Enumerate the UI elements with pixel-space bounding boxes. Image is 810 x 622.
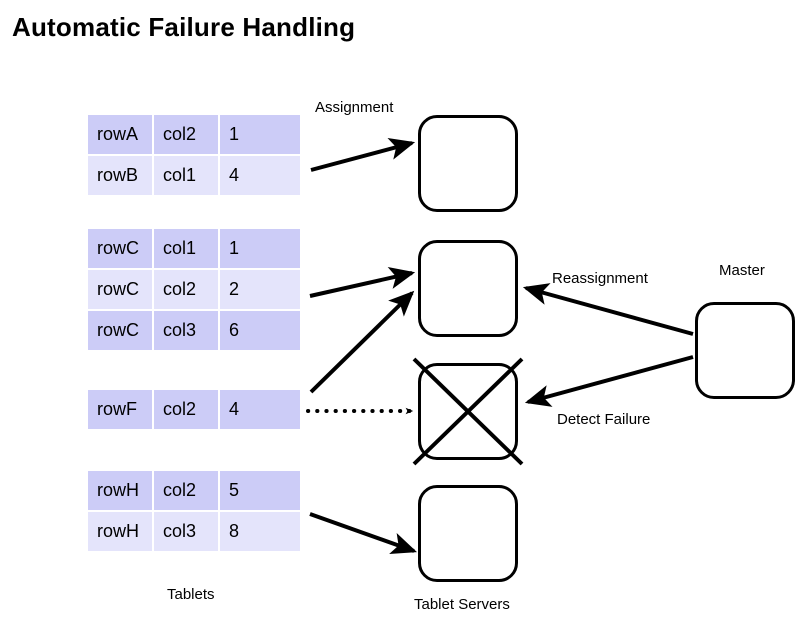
tablet-row-value: 4: [220, 390, 300, 431]
tablet-row-value: 8: [220, 512, 300, 553]
master-label: Master: [719, 262, 765, 279]
tablet-row-key: rowB: [88, 156, 154, 197]
tablet-server-box-3-failed[interactable]: [418, 363, 518, 460]
detect-failure-edge-label: Detect Failure: [557, 411, 651, 428]
table-row: rowA col2 1: [88, 115, 300, 156]
table-row: rowC col3 6: [88, 311, 300, 352]
tablet-row-value: 1: [220, 229, 300, 270]
tablet-row-column: col2: [154, 390, 220, 431]
tablet-row-value: 2: [220, 270, 300, 311]
assignment-edge: [310, 137, 416, 172]
page-title: Automatic Failure Handling: [12, 12, 356, 42]
master-box[interactable]: [695, 302, 795, 399]
table-row: rowH col2 5: [88, 471, 300, 512]
assignment-edge-label: Assignment: [315, 99, 394, 116]
tablet-row-key: rowA: [88, 115, 154, 156]
table-row: rowC col1 1: [88, 229, 300, 270]
tablet-table-4: rowH col2 5 rowH col3 8: [88, 471, 300, 553]
tablet-row-key: rowH: [88, 512, 154, 553]
tablet-row-value: 6: [220, 311, 300, 352]
tablet-row-column: col2: [154, 471, 220, 512]
reassignment-edge: [522, 283, 694, 336]
tablet-servers-group-label: Tablet Servers: [414, 596, 510, 613]
tablet-row-value: 4: [220, 156, 300, 197]
tablet-row-value: 1: [220, 115, 300, 156]
reassignment-edge-label: Reassignment: [552, 270, 648, 287]
tablet-row-key: rowC: [88, 229, 154, 270]
table-row: rowC col2 2: [88, 270, 300, 311]
tablet-row-key: rowC: [88, 311, 154, 352]
tablet-row-key: rowC: [88, 270, 154, 311]
tablets-group-label: Tablets: [167, 586, 215, 603]
tablet4-to-server4-edge: [309, 512, 418, 555]
tablet3-to-server2-edge: [309, 290, 415, 394]
table-row: rowB col1 4: [88, 156, 300, 197]
tablet-row-column: col3: [154, 512, 220, 553]
table-row: rowF col2 4: [88, 390, 300, 431]
tablet-server-box-1[interactable]: [418, 115, 518, 212]
tablet-row-column: col3: [154, 311, 220, 352]
tablet2-to-server2-edge: [309, 267, 416, 298]
tablet-row-column: col1: [154, 229, 220, 270]
tablet-row-value: 5: [220, 471, 300, 512]
table-row: rowH col3 8: [88, 512, 300, 553]
tablet-row-key: rowF: [88, 390, 154, 431]
detect-failure-edge: [524, 355, 694, 407]
tablet-server-box-2[interactable]: [418, 240, 518, 337]
tablet-row-column: col1: [154, 156, 220, 197]
tablet-table-2: rowC col1 1 rowC col2 2 rowC col3 6: [88, 229, 300, 352]
tablet-server-box-4[interactable]: [418, 485, 518, 582]
tablet-table-1: rowA col2 1 rowB col1 4: [88, 115, 300, 197]
tablet-row-column: col2: [154, 270, 220, 311]
tablet-row-column: col2: [154, 115, 220, 156]
tablet-row-key: rowH: [88, 471, 154, 512]
tablet-table-3: rowF col2 4: [88, 390, 300, 431]
